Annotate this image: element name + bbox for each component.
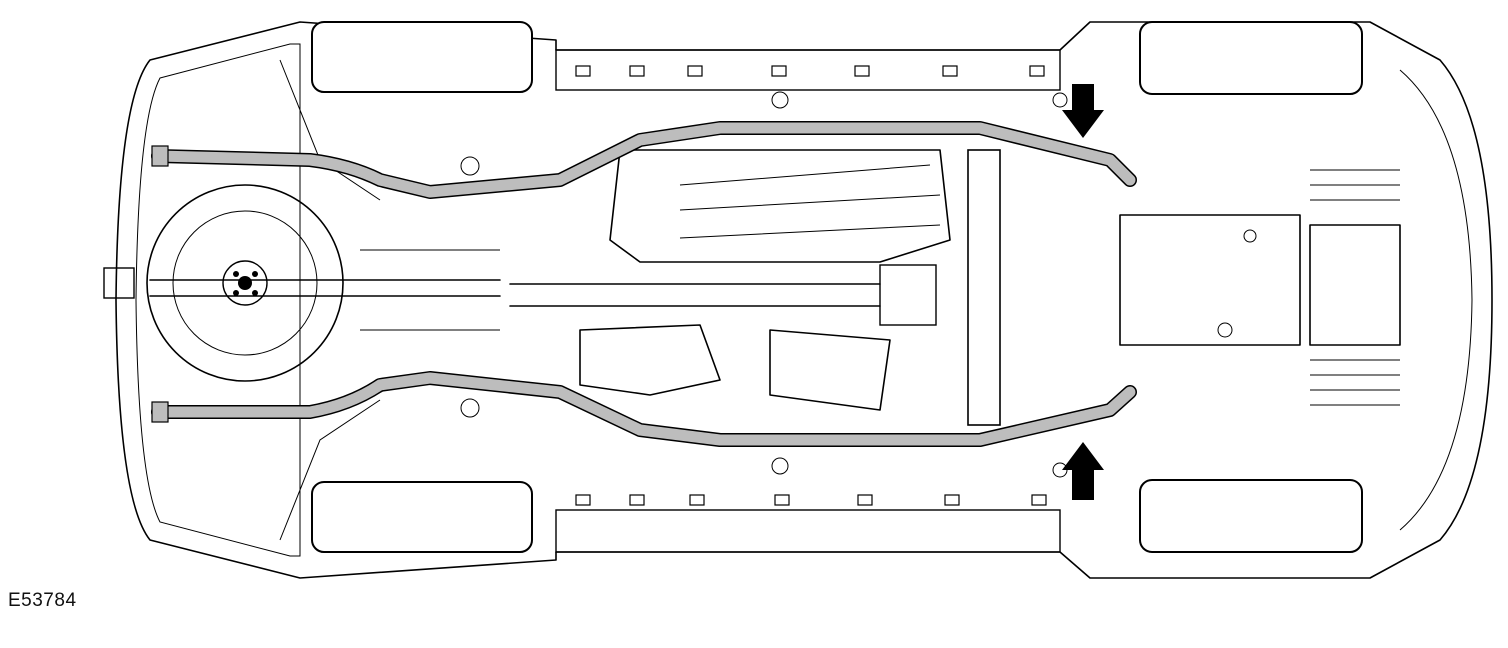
exhaust-pipe-lower <box>152 372 1136 446</box>
front-right-tyre <box>1139 479 1363 553</box>
propshaft-coupling <box>879 264 937 326</box>
body-inner-outline <box>135 43 301 557</box>
engine-subframe <box>1119 214 1401 346</box>
rear-axle-links <box>279 59 500 541</box>
transmission-crossmember <box>967 149 1001 426</box>
suspension-detail-marks <box>460 91 1257 478</box>
front-mount-arrow-top <box>1062 84 1104 138</box>
sill-clips-top <box>575 65 1045 77</box>
rear-right-tyre <box>311 481 533 553</box>
rear-left-tyre <box>311 21 533 93</box>
spare-wheel <box>146 184 344 382</box>
rear-silencer-shape <box>579 324 721 396</box>
rear-axle <box>149 279 501 297</box>
fuel-tank-ribs <box>679 164 941 239</box>
front-bumper-line <box>1399 69 1473 531</box>
figure-id-label: E53784 <box>8 590 77 611</box>
exhaust-pipe-upper <box>152 122 1136 198</box>
fuel-tank <box>609 149 951 263</box>
sill-clips-bottom <box>575 494 1047 506</box>
front-left-tyre <box>1139 21 1363 95</box>
front-radiator-fins <box>1310 169 1400 406</box>
exhaust-tail-upper <box>151 145 169 167</box>
exhaust-system <box>151 121 1137 447</box>
upper-sill-rail <box>555 49 1061 91</box>
lower-sill-rail <box>555 509 1061 553</box>
exhaust-tail-lower <box>151 401 169 423</box>
front-mount-arrow-bottom <box>1062 442 1104 500</box>
propshaft <box>509 283 881 307</box>
body-outline <box>115 21 1493 579</box>
catalyst-heatshield <box>769 329 891 411</box>
rear-tow-bracket <box>103 267 135 299</box>
